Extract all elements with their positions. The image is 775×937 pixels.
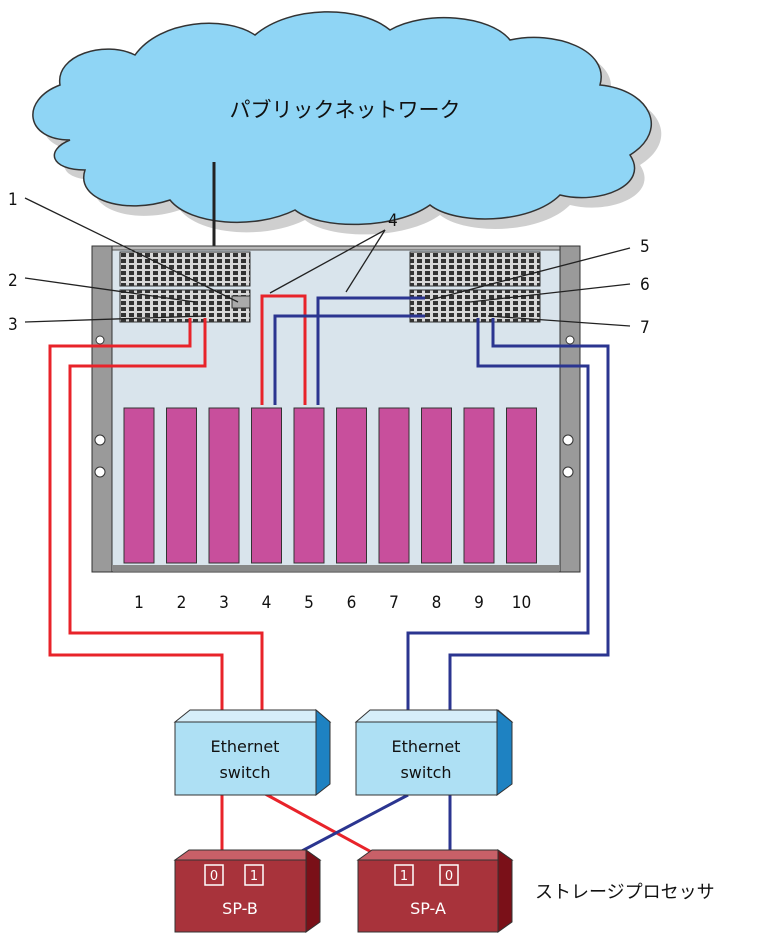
slot-number-labels: 1 2 3 4 5 6 7 8 9 10 <box>134 593 531 613</box>
slot-label-5: 5 <box>304 593 314 613</box>
ethernet-switch-right: Ethernet switch <box>354 708 514 796</box>
slot-label-2: 2 <box>177 593 187 613</box>
slot-label-10: 10 <box>512 593 531 613</box>
public-network-cloud: パブリックネットワーク <box>32 11 662 235</box>
slot-label-1: 1 <box>134 593 144 613</box>
storage-processor-label: ストレージプロセッサ <box>535 882 715 903</box>
callout-leaders <box>24 197 631 327</box>
blade-slot-7 <box>378 407 410 564</box>
blade-slot-9 <box>463 407 495 564</box>
switch-left-line2: switch <box>219 763 270 782</box>
slot-label-8: 8 <box>432 593 442 613</box>
switch-left-line1: Ethernet <box>211 737 280 756</box>
callout-2: 2 <box>8 271 18 291</box>
blade-slot-3 <box>208 407 240 564</box>
callout-6: 6 <box>640 275 650 295</box>
spb-port-0: 0 <box>210 869 218 884</box>
blade-slot-6 <box>336 407 367 564</box>
switch-right-line1: Ethernet <box>392 737 461 756</box>
ethernet-switch-left: Ethernet switch <box>173 708 332 797</box>
spa-label: SP-A <box>410 899 446 918</box>
blade-slot-8 <box>421 407 452 564</box>
blade-slot-5 <box>293 407 325 564</box>
cloud-label: パブリックネットワーク <box>230 98 461 122</box>
blade-slot-1 <box>123 407 155 564</box>
spb-port-1: 1 <box>250 869 258 884</box>
callout-4: 4 <box>388 211 398 231</box>
slot-label-3: 3 <box>219 593 229 613</box>
blade-slot-10 <box>506 407 537 564</box>
callout-5: 5 <box>640 237 650 257</box>
spb-label: SP-B <box>222 899 258 918</box>
storage-processor-spb: 0 1 SP-B <box>173 849 322 933</box>
storage-processor-spa: 1 0 SP-A <box>356 849 514 933</box>
blade-slot-4 <box>251 407 282 564</box>
slot-label-6: 6 <box>347 593 357 613</box>
switch-right-line2: switch <box>400 763 451 782</box>
slot-label-7: 7 <box>389 593 399 613</box>
blade-slots <box>123 407 537 564</box>
callout-3: 3 <box>8 315 18 335</box>
blade-slot-2 <box>166 407 197 564</box>
spa-port-0: 0 <box>445 869 453 884</box>
slot-label-4: 4 <box>262 593 272 613</box>
callout-1: 1 <box>8 190 18 210</box>
callout-7: 7 <box>640 318 650 338</box>
slot-label-9: 9 <box>474 593 484 613</box>
spa-port-1: 1 <box>400 869 408 884</box>
